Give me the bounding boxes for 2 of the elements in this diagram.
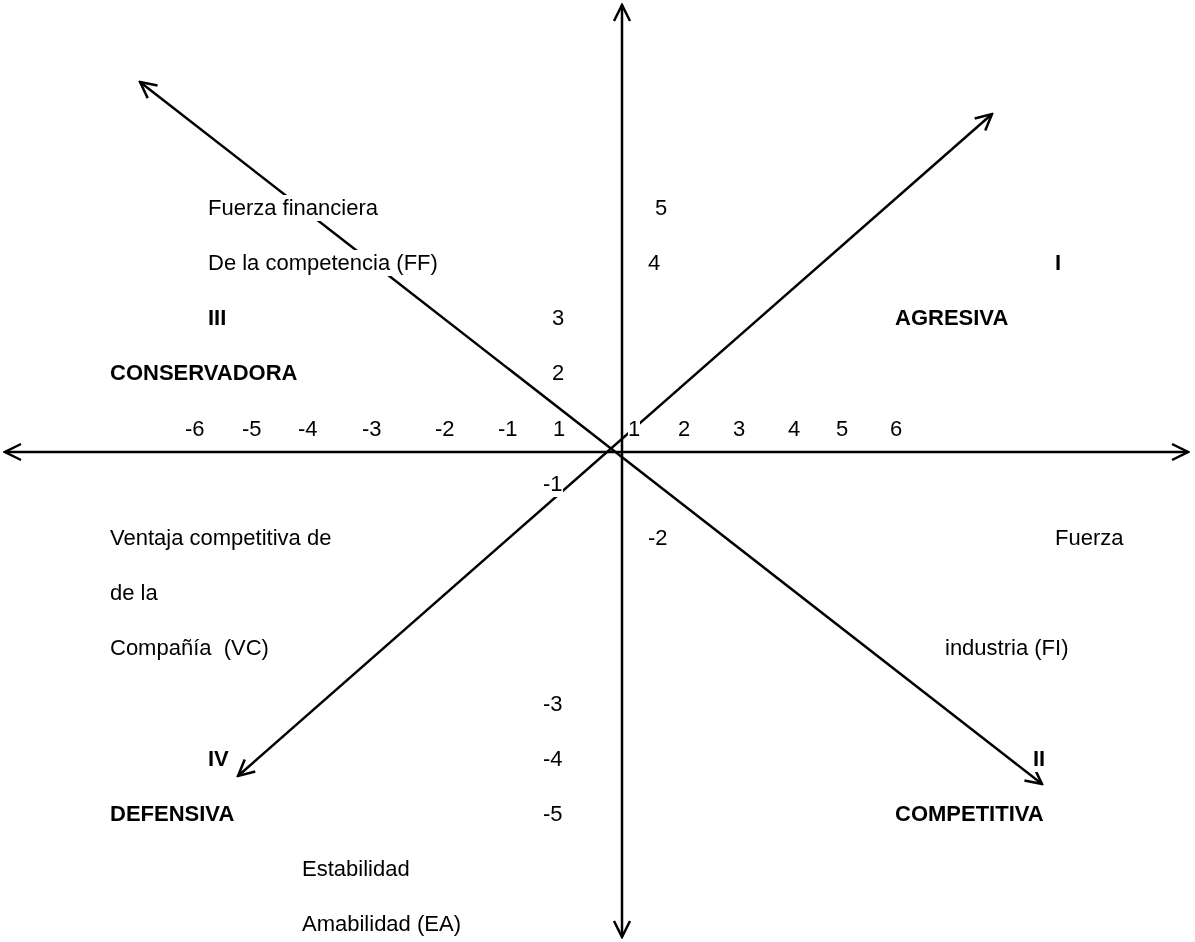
axis-label: Fuerza financiera [208, 195, 378, 221]
axis-label: De la competencia (FF) [208, 250, 438, 276]
